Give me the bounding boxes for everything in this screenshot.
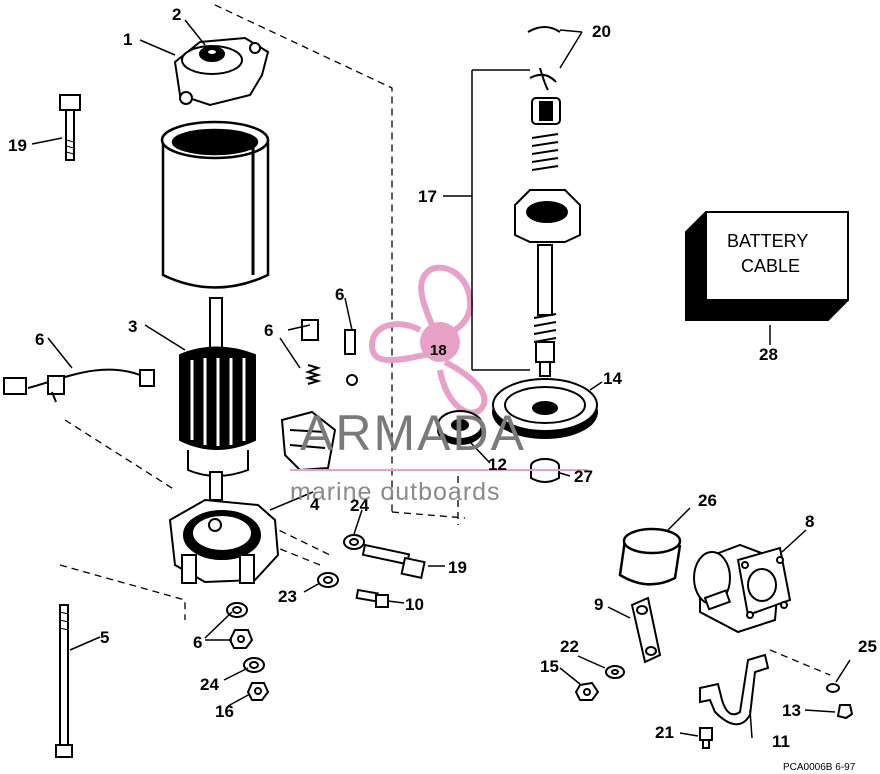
armature	[179, 297, 256, 501]
label-8: 8	[805, 512, 814, 531]
wire-lead	[3, 368, 155, 403]
battery-box-line1: BATTERY	[727, 231, 808, 251]
leader-lines	[31, 19, 851, 739]
label-3: 3	[128, 317, 137, 336]
motor-frame-cylinder	[160, 120, 270, 289]
label-6-screw: 6	[335, 285, 344, 304]
label-6-brush: 6	[264, 321, 273, 340]
label-22: 22	[560, 637, 579, 656]
label-23: 23	[278, 587, 297, 606]
watermark-tagline: marine outboards	[290, 478, 501, 506]
small-fasteners-right	[699, 683, 854, 749]
label-15: 15	[540, 657, 559, 676]
label-24-bottom: 24	[200, 675, 219, 694]
sleeve-26	[618, 527, 682, 586]
drive-shaft-column	[514, 26, 581, 377]
clamp-11	[699, 653, 770, 726]
label-17: 17	[418, 187, 437, 206]
label-24-top: 24	[350, 496, 369, 515]
watermark-logo	[368, 264, 488, 416]
label-18: 18	[430, 342, 447, 359]
watermark-hub	[420, 322, 460, 362]
figure-code: PCA0006B 6-97	[783, 762, 856, 773]
callout-numbers: 1 2 3 4 5 6 6 6 6 8 9 10 11 12 13 14 15 …	[8, 5, 877, 751]
label-9: 9	[594, 595, 603, 614]
bolt-19-left	[59, 94, 81, 161]
watermark-brand: ARMADA	[300, 405, 526, 461]
washers-nuts-left	[226, 602, 270, 701]
battery-cable-box	[685, 211, 849, 321]
brush-plate	[280, 319, 358, 472]
label-6-wire: 6	[35, 330, 44, 349]
gear-14	[492, 378, 598, 439]
label-21: 21	[655, 723, 674, 742]
battery-box-line2: CABLE	[741, 256, 800, 276]
label-25: 25	[858, 637, 877, 656]
label-28: 28	[759, 345, 778, 364]
bracket-9	[630, 596, 662, 664]
drive-end-cap	[173, 36, 270, 107]
solenoid-8	[693, 543, 792, 634]
label-5: 5	[100, 628, 109, 647]
label-20: 20	[592, 22, 611, 41]
label-12: 12	[488, 455, 507, 474]
label-1: 1	[123, 30, 132, 49]
label-27: 27	[574, 467, 593, 486]
label-14: 14	[603, 369, 622, 388]
label-6-nut: 6	[193, 633, 202, 652]
label-16: 16	[215, 702, 234, 721]
label-26: 26	[698, 491, 717, 510]
label-19-left: 19	[8, 136, 27, 155]
label-19-right: 19	[448, 558, 467, 577]
commutator-end-housing	[168, 498, 280, 584]
gear-12	[437, 410, 483, 445]
label-11: 11	[772, 732, 790, 751]
center-fasteners	[317, 534, 426, 608]
label-10: 10	[405, 595, 424, 614]
label-4: 4	[310, 495, 320, 514]
label-13: 13	[782, 701, 801, 720]
washer-nut-center	[574, 665, 625, 701]
long-through-bolt	[55, 604, 73, 758]
label-2: 2	[172, 5, 181, 24]
